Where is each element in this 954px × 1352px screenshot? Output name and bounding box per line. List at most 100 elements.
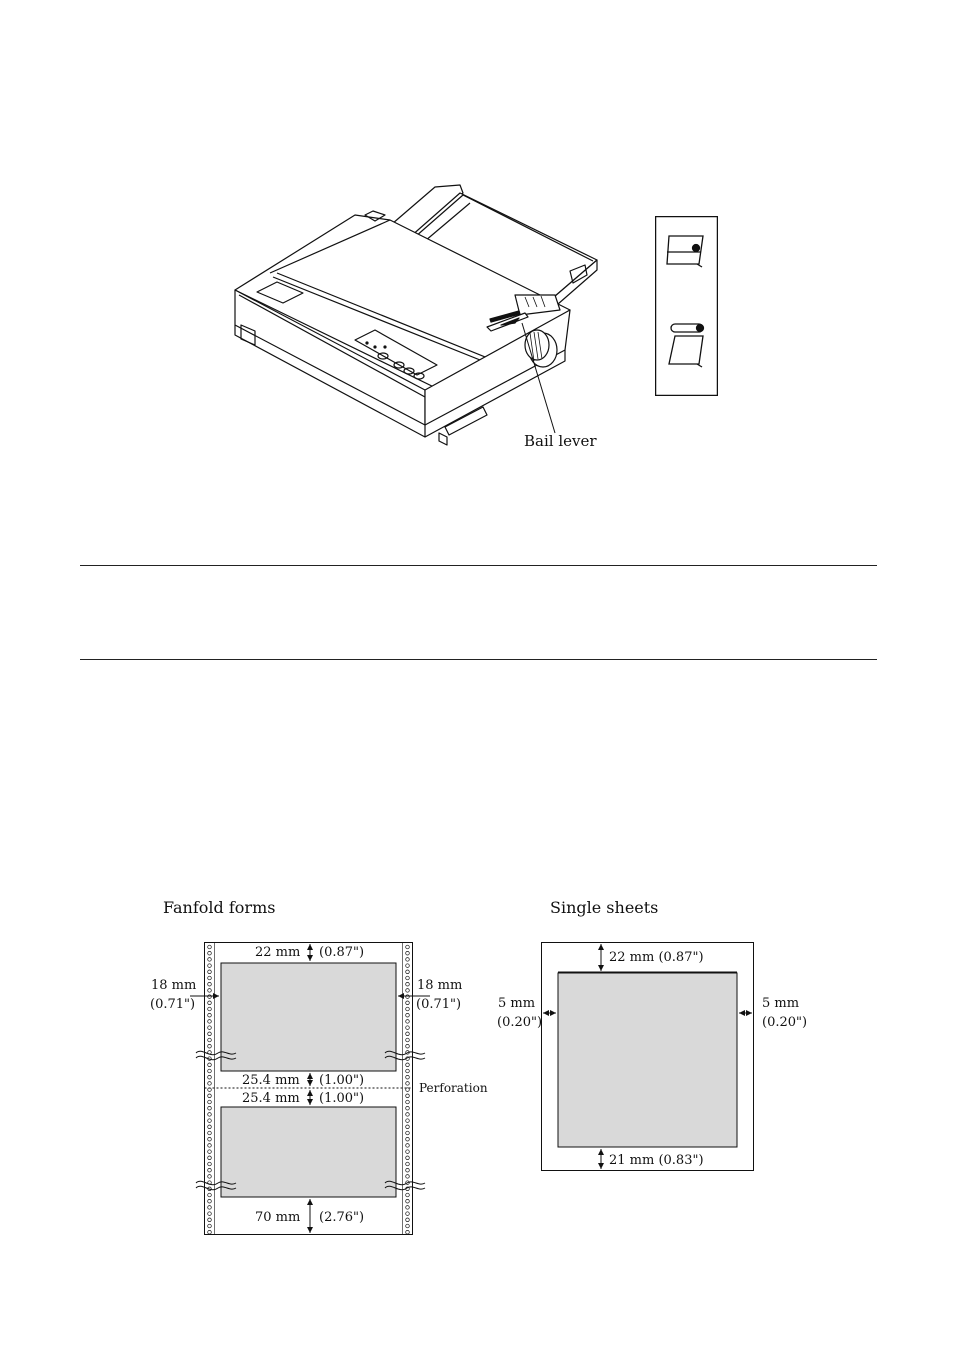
tractor-hole [207, 1192, 212, 1198]
tractor-hole [405, 1130, 410, 1136]
fanfold-print-area-2 [220, 1106, 397, 1198]
tractor-hole [405, 994, 410, 999]
tractor-hole [207, 1112, 212, 1117]
tractor-hole [207, 1106, 212, 1111]
single-sheets-title: Single sheets [550, 898, 659, 917]
tractor-hole [405, 1137, 410, 1142]
bail-lever-label: Bail lever [524, 432, 597, 450]
section-rule-top [80, 565, 877, 566]
tractor-hole [405, 1019, 410, 1024]
tractor-hole [405, 982, 410, 987]
tractor-hole [405, 1217, 410, 1222]
tractor-hole [207, 1025, 212, 1030]
fanfold-perf-above-mm: 25.4 mm [242, 1073, 300, 1088]
single-left-margin-in: (0.20") [497, 1015, 543, 1030]
single-right-margin-in: (0.20") [762, 1015, 808, 1030]
tractor-hole [207, 1044, 212, 1049]
tractor-hole [405, 1174, 410, 1179]
tractor-hole [405, 957, 410, 962]
tractor-hole [405, 1013, 410, 1018]
fanfold-print-area-1 [220, 962, 397, 1072]
tractor-hole [207, 1223, 212, 1229]
tractor-hole [405, 1155, 410, 1160]
tractor-hole [405, 1192, 410, 1198]
tractor-hole [405, 1230, 410, 1235]
single-sheets-diagram [541, 942, 754, 1171]
tractor-hole [405, 969, 410, 974]
tractor-hole [207, 1124, 212, 1129]
tractor-hole [405, 1112, 410, 1117]
tractor-hole [207, 1093, 212, 1098]
tractor-hole [405, 988, 410, 993]
tractor-hole [207, 951, 212, 956]
tractor-hole [405, 1068, 410, 1074]
tractor-hole [405, 1062, 410, 1067]
tractor-hole [207, 1149, 212, 1154]
tractor-hole [207, 1062, 212, 1067]
tractor-hole [207, 1199, 212, 1204]
tractor-hole [405, 1087, 410, 1092]
tractor-hole [405, 975, 410, 981]
tractor-hole [207, 1006, 212, 1012]
tractor-hole [207, 1019, 212, 1024]
tractor-hole [207, 1230, 212, 1235]
single-bottom-margin: 21 mm (0.83") [609, 1153, 704, 1168]
perforation-label: Perforation [419, 1081, 488, 1095]
tractor-hole [405, 1044, 410, 1049]
tractor-hole [207, 1081, 212, 1086]
tractor-hole [405, 1149, 410, 1154]
tractor-hole [207, 963, 212, 968]
tractor-hole [405, 1124, 410, 1129]
tractor-hole [405, 1211, 410, 1216]
tractor-hole [405, 1093, 410, 1098]
fanfold-left-margin-in: (0.71") [150, 997, 196, 1012]
tractor-hole [405, 963, 410, 968]
tractor-hole [207, 1205, 212, 1210]
printer-illustration [234, 184, 598, 446]
tractor-hole [405, 944, 410, 950]
tractor-hole [405, 1199, 410, 1204]
tractor-hole [405, 1161, 410, 1167]
fanfold-perf-above-in: (1.00") [319, 1073, 365, 1088]
tractor-hole [207, 1168, 212, 1173]
tractor-hole [207, 1137, 212, 1142]
tractor-hole [207, 1037, 212, 1043]
tractor-hole [405, 1099, 410, 1105]
tractor-hole [405, 1118, 410, 1123]
tractor-hole [207, 1155, 212, 1160]
tractor-hole [207, 969, 212, 974]
tractor-hole [405, 1000, 410, 1005]
tractor-hole [405, 1106, 410, 1111]
tractor-hole [405, 1025, 410, 1030]
fanfold-perf-below-mm: 25.4 mm [242, 1091, 300, 1106]
fanfold-forms-diagram [190, 942, 430, 1235]
tractor-hole [207, 1075, 212, 1080]
tractor-hole [207, 994, 212, 999]
tractor-hole [207, 1217, 212, 1222]
single-right-margin-mm: 5 mm [762, 996, 800, 1011]
tractor-hole [207, 1161, 212, 1167]
tractor-hole [405, 1075, 410, 1080]
tractor-hole [405, 1143, 410, 1148]
tractor-hole [207, 975, 212, 981]
tractor-hole [207, 1031, 212, 1036]
fanfold-right-margin-mm: 18 mm [417, 978, 463, 993]
tractor-hole [207, 1118, 212, 1123]
tractor-hole [405, 1037, 410, 1043]
paper-feed-indicator-icon [655, 216, 718, 396]
tractor-hole [405, 1168, 410, 1173]
fanfold-bottom-margin-mm: 70 mm [255, 1210, 301, 1225]
tractor-hole [207, 1143, 212, 1148]
tractor-hole [405, 1031, 410, 1036]
tractor-hole [207, 957, 212, 962]
single-print-area [557, 972, 738, 1148]
tractor-hole [207, 1174, 212, 1179]
tractor-hole [207, 988, 212, 993]
tractor-hole [405, 1223, 410, 1229]
tractor-hole [405, 1006, 410, 1012]
tractor-hole [207, 1000, 212, 1005]
tractor-hole [207, 1211, 212, 1216]
tractor-hole [405, 951, 410, 956]
fanfold-top-margin-mm: 22 mm [255, 945, 301, 960]
single-left-margin-mm: 5 mm [498, 996, 536, 1011]
